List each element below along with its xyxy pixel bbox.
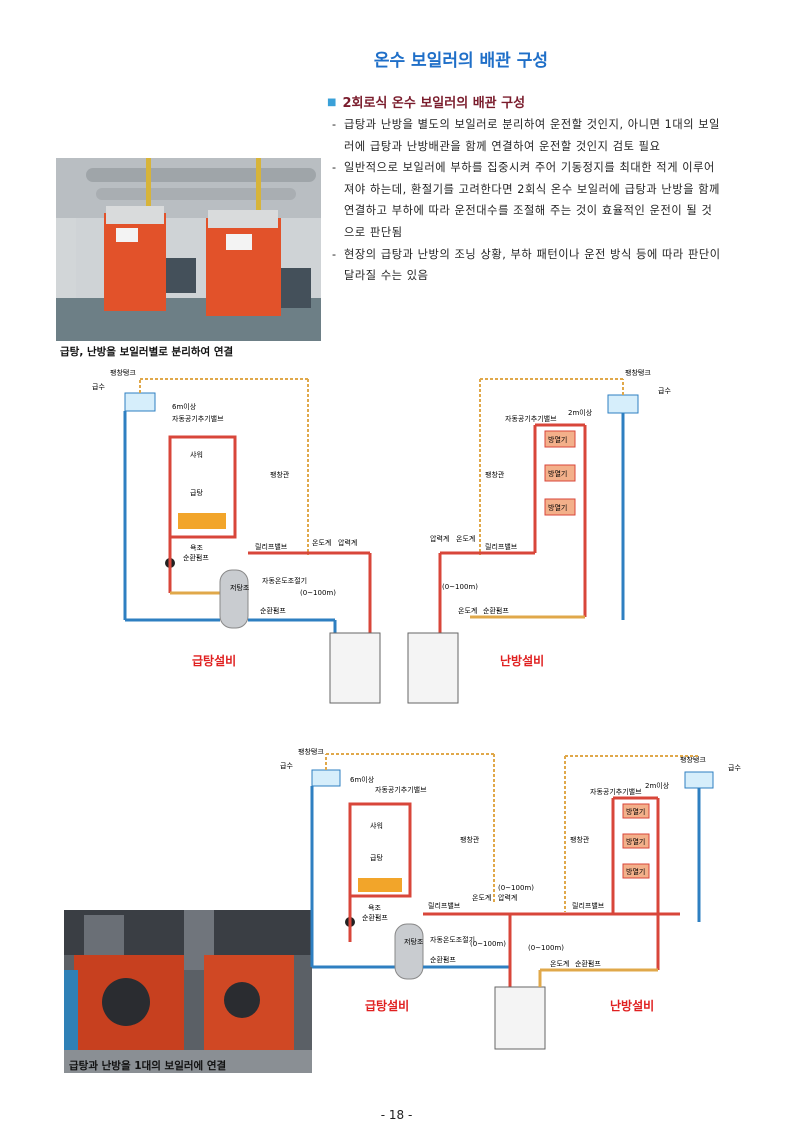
range-label: (0~100m) xyxy=(528,944,564,952)
thermometer-label: 온도계 xyxy=(550,959,569,968)
storage-tank-label: 저탕조 xyxy=(230,583,250,592)
bullet-item: 현장의 급탕과 난방의 조닝 상황, 부하 패턴이나 운전 방식 등에 따라 판… xyxy=(332,244,722,287)
pressure-label: 압력계 xyxy=(498,893,517,902)
heating-system-label: 난방설비 xyxy=(500,653,544,668)
radiator-label: 방열기 xyxy=(548,469,567,478)
radiator-label: 방열기 xyxy=(548,503,567,512)
expansion-pipe-label: 팽창관 xyxy=(270,470,290,479)
photo1-caption: 급탕, 난방을 보일러별로 분리하여 연결 xyxy=(60,346,234,358)
storage-tank xyxy=(219,569,249,629)
relief-valve-label: 릴리프밸브 xyxy=(428,901,461,910)
thermometer-label: 온도계 xyxy=(312,538,331,547)
expansion-tank xyxy=(607,394,639,414)
page-number: - 18 - xyxy=(380,1108,413,1122)
expansion-tank-label: 팽창탱크 xyxy=(625,368,651,377)
hot-water-system-label: 급탕설비 xyxy=(365,998,409,1013)
water-supply-label: 급수 xyxy=(280,762,293,770)
boiler-combined xyxy=(494,986,546,1050)
thermometer-label: 온도계 xyxy=(458,606,477,615)
bathtub xyxy=(178,513,226,529)
photo-combined-boiler xyxy=(64,910,312,1073)
pump-label: 순환펌프 xyxy=(362,913,388,922)
boiler-right xyxy=(407,632,459,704)
air-vent-label: 자동공기추기밸브 xyxy=(172,414,224,423)
pump-label: 순환펌프 xyxy=(430,955,456,964)
expansion-pipe-label: 팽창관 xyxy=(570,835,590,844)
bathtub-label: 욕조 xyxy=(368,904,381,912)
expansion-tank xyxy=(684,771,714,789)
bullet-list: 급탕과 난방을 별도의 보일러로 분리하여 운전할 것인지, 아니면 1대의 보… xyxy=(332,114,722,287)
height-label: 6m이상 xyxy=(172,402,197,411)
range-label: (0~100m) xyxy=(300,589,336,597)
expansion-tank-label: 팽창탱크 xyxy=(110,368,136,377)
page-title: 온수 보일러의 배관 구성 xyxy=(373,51,548,71)
pump-label: 순환펌프 xyxy=(575,959,601,968)
expansion-tank xyxy=(124,392,156,412)
radiator-label: 방열기 xyxy=(626,807,645,816)
radiator xyxy=(622,863,650,879)
photo-separate-boilers xyxy=(56,158,321,341)
temp-ctrl-label: 자동온도조절기 xyxy=(430,935,475,944)
radiator-label: 방열기 xyxy=(626,837,645,846)
air-vent-label: 자동공기추기밸브 xyxy=(505,414,557,423)
relief-valve-label: 릴리프밸브 xyxy=(485,542,518,551)
range-label: (0~100m) xyxy=(498,884,534,892)
bullet-item: 일반적으로 보일러에 부하를 집중시켜 주어 기동정지를 최대한 적게 이루어져… xyxy=(332,157,722,243)
expansion-tank-label: 팽창탱크 xyxy=(680,755,706,764)
shower-label: 샤워 xyxy=(190,450,203,459)
pressure-label: 압력계 xyxy=(338,538,357,547)
water-supply-label: 급수 xyxy=(728,764,741,772)
boiler-room-photo-2 xyxy=(64,910,312,1073)
section-heading-text: 2회로식 온수 보일러의 배관 구성 xyxy=(342,96,526,111)
radiator xyxy=(622,833,650,849)
boiler-left xyxy=(329,632,381,704)
diagram-separate-boilers: 팽창탱크 급수 6m이상 자동공기추기밸브 팽창관 샤워 급탕 욕조 순환펌프 … xyxy=(92,368,671,704)
height-label: 2m이상 xyxy=(645,781,670,790)
storage-tank xyxy=(394,923,424,980)
radiator xyxy=(544,498,576,516)
radiator-label: 방열기 xyxy=(626,867,645,876)
bathtub xyxy=(358,878,402,892)
pump-label: 순환펌프 xyxy=(183,553,209,562)
bullet-item: 급탕과 난방을 별도의 보일러로 분리하여 운전할 것인지, 아니면 1대의 보… xyxy=(332,114,722,157)
diagram-combined-boiler: 팽창탱크 급수 6m이상 자동공기추기밸브 팽창관 샤워 급탕 욕조 순환펌프 … xyxy=(280,747,741,1050)
height-label: 6m이상 xyxy=(350,775,375,784)
range-label: (0~100m) xyxy=(442,583,478,591)
pressure-label: 압력계 xyxy=(430,534,449,543)
air-vent-label: 자동공기추기밸브 xyxy=(590,787,642,796)
relief-valve-label: 릴리프밸브 xyxy=(572,901,605,910)
height-label: 2m이상 xyxy=(568,408,593,417)
hot-water-system-label: 급탕설비 xyxy=(192,653,236,668)
bullet-square-icon: ■ xyxy=(327,97,337,108)
expansion-pipe-label: 팽창관 xyxy=(485,470,505,479)
tap-label: 급탕 xyxy=(190,488,203,497)
relief-valve-label: 릴리프밸브 xyxy=(255,542,288,551)
temp-ctrl-label: 자동온도조절기 xyxy=(262,576,307,585)
expansion-tank-label: 팽창탱크 xyxy=(298,747,324,756)
bathtub-label: 욕조 xyxy=(190,544,203,552)
section-heading: ■ 2회로식 온수 보일러의 배관 구성 xyxy=(327,92,525,111)
radiator xyxy=(544,464,576,482)
expansion-tank xyxy=(311,769,341,787)
pump-label: 순환펌프 xyxy=(260,606,286,615)
water-supply-label: 급수 xyxy=(92,383,105,391)
expansion-pipe-label: 팽창관 xyxy=(460,835,480,844)
photo2-caption: 급탕과 난방을 1대의 보일러에 연결 xyxy=(69,1060,227,1072)
tap-label: 급탕 xyxy=(370,853,383,862)
boiler-room-photo-1 xyxy=(56,158,321,341)
radiator-label: 방열기 xyxy=(548,435,567,444)
radiator xyxy=(622,803,650,819)
pump-label: 순환펌프 xyxy=(483,606,509,615)
air-vent-label: 자동공기추기밸브 xyxy=(375,785,427,794)
radiator xyxy=(544,430,576,448)
thermometer-label: 온도계 xyxy=(456,534,475,543)
heating-system-label: 난방설비 xyxy=(610,998,654,1013)
thermometer-label: 온도계 xyxy=(472,893,491,902)
storage-tank-label: 저탕조 xyxy=(404,937,424,946)
range-label: (0~100m) xyxy=(470,940,506,948)
shower-label: 샤워 xyxy=(370,821,383,830)
water-supply-label: 급수 xyxy=(658,387,671,395)
